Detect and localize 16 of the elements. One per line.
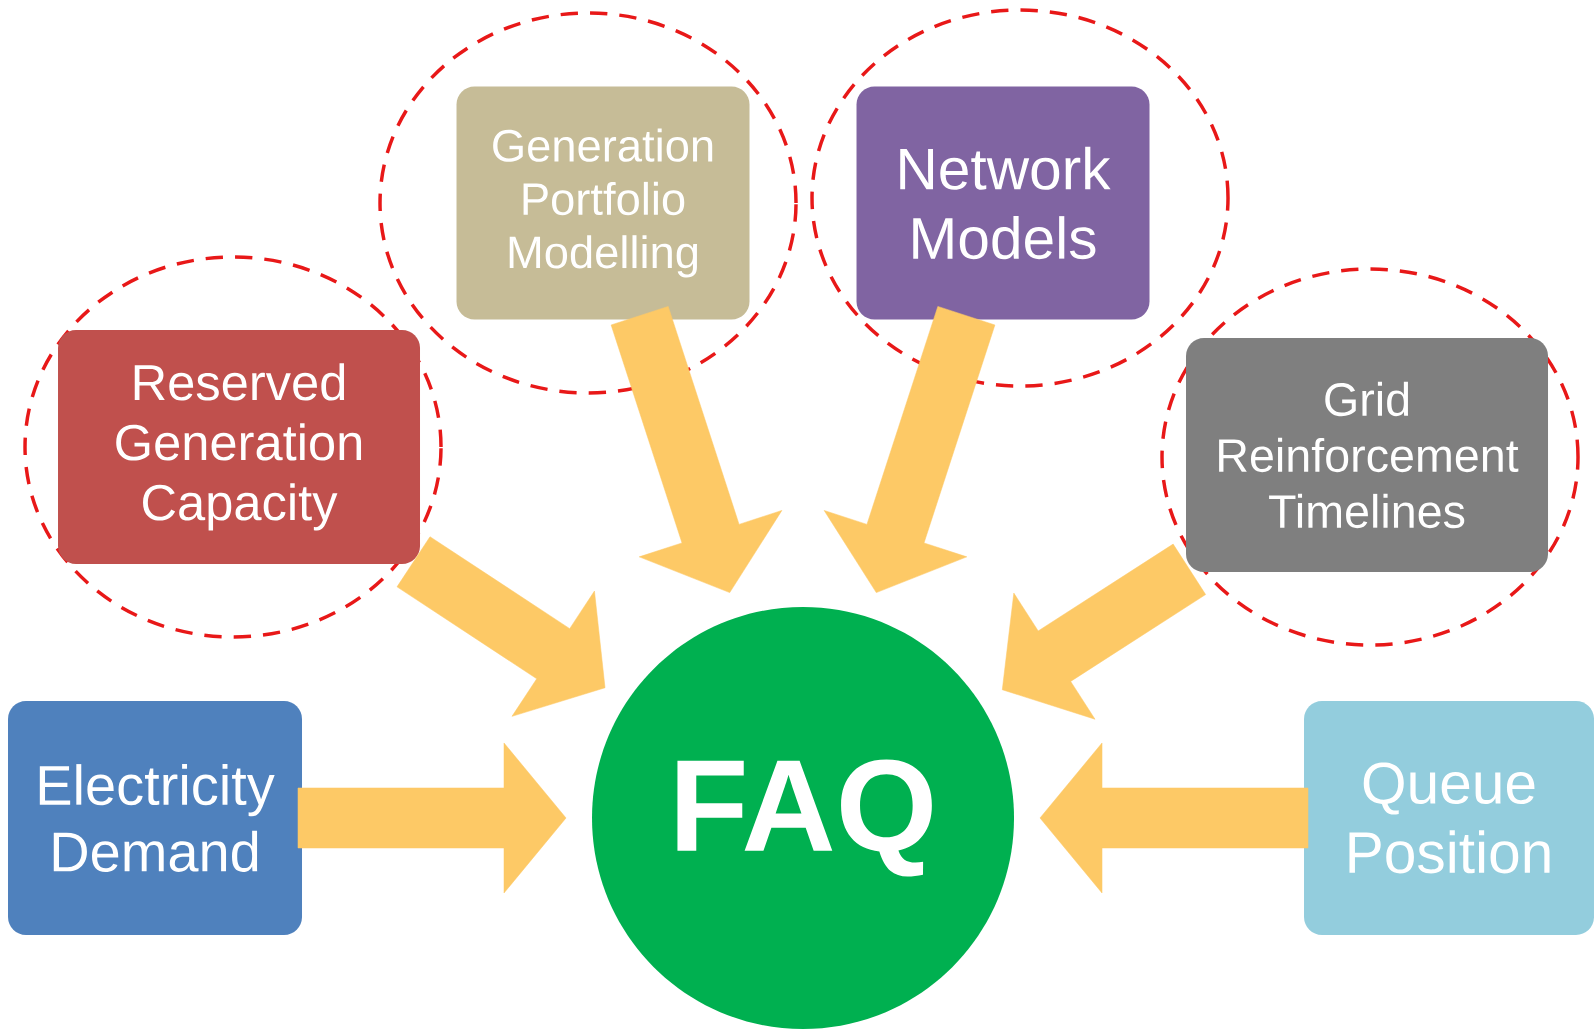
block-arrow — [396, 536, 606, 717]
block-arrow — [610, 306, 783, 593]
block-arrow — [823, 306, 996, 593]
process-box: Reserved Generation Capacity — [58, 330, 420, 564]
highlight-ellipse — [810, 8, 1230, 388]
highlight-ellipse — [378, 11, 798, 395]
block-arrow — [297, 742, 567, 894]
block-arrow — [1002, 543, 1206, 720]
process-box: Electricity Demand — [8, 701, 302, 935]
process-box: Queue Position — [1304, 701, 1594, 935]
process-box: Generation Portfolio Modelling — [456, 86, 750, 320]
highlight-ellipse — [23, 255, 443, 639]
highlight-ellipse — [1160, 267, 1580, 647]
process-box: Grid Reinforcement Timelines — [1186, 338, 1548, 572]
process-box: Network Models — [856, 86, 1150, 320]
block-arrow — [1039, 742, 1309, 894]
